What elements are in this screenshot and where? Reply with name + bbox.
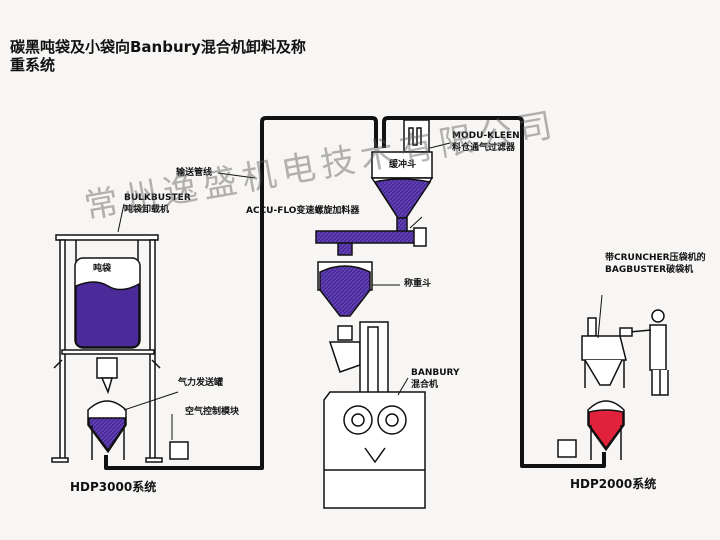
leader-lines (117, 142, 603, 440)
label-conveying-line: 输送管线 (176, 168, 213, 178)
label-weigh-hopper: 称重斗 (404, 279, 432, 289)
air-control-module-2 (557, 439, 577, 458)
buffer-hopper (370, 151, 434, 233)
hdp2000-vessel (587, 400, 625, 460)
label-hdp2000: HDP2000系统 (570, 477, 657, 491)
diagram-title: 碳黑吨袋及小袋向Banbury混合机卸料及称重系统 (10, 38, 306, 74)
bagbuster-station (581, 317, 627, 388)
modu-kleen-filter (403, 119, 430, 153)
label-banbury-cn: 混合机 (411, 380, 439, 390)
label-buffer-hopper: 缓冲斗 (389, 160, 417, 170)
label-bulkbuster-cn: 吨袋卸载机 (124, 205, 170, 215)
label-banbury-en: BANBURY (411, 368, 460, 378)
hdp3000-vessel (87, 400, 127, 460)
bulk-bag (74, 257, 141, 349)
label-hdp3000: HDP3000系统 (70, 480, 157, 494)
discharge-hopper (96, 357, 118, 379)
air-control-module (169, 441, 189, 460)
label-bulkbuster-en: BULKBUSTER (124, 193, 191, 203)
label-pneumatic-vessel: 气力发送罐 (178, 378, 224, 388)
bulkbuster-frame (51, 234, 163, 463)
label-bagbuster-1: 带CRUNCHER压袋机的 (605, 253, 706, 263)
label-bagbuster-2: BAGBUSTER破袋机 (605, 265, 694, 275)
label-air-control: 空气控制模块 (185, 407, 240, 417)
banbury-mixer (323, 321, 426, 509)
accu-flo-screw-feeder (315, 227, 427, 256)
label-modu-kleen-cn: 料仓通气过滤器 (452, 143, 516, 153)
label-bulk-bag: 吨袋 (93, 264, 112, 274)
weigh-hopper (317, 261, 373, 317)
conveying-pipeline (104, 116, 606, 470)
label-accu-flo: ACCU-FLO变速螺旋加料器 (246, 206, 360, 216)
label-modu-kleen-en: MODU-KLEEN (452, 131, 520, 141)
operator-figure (619, 309, 669, 396)
